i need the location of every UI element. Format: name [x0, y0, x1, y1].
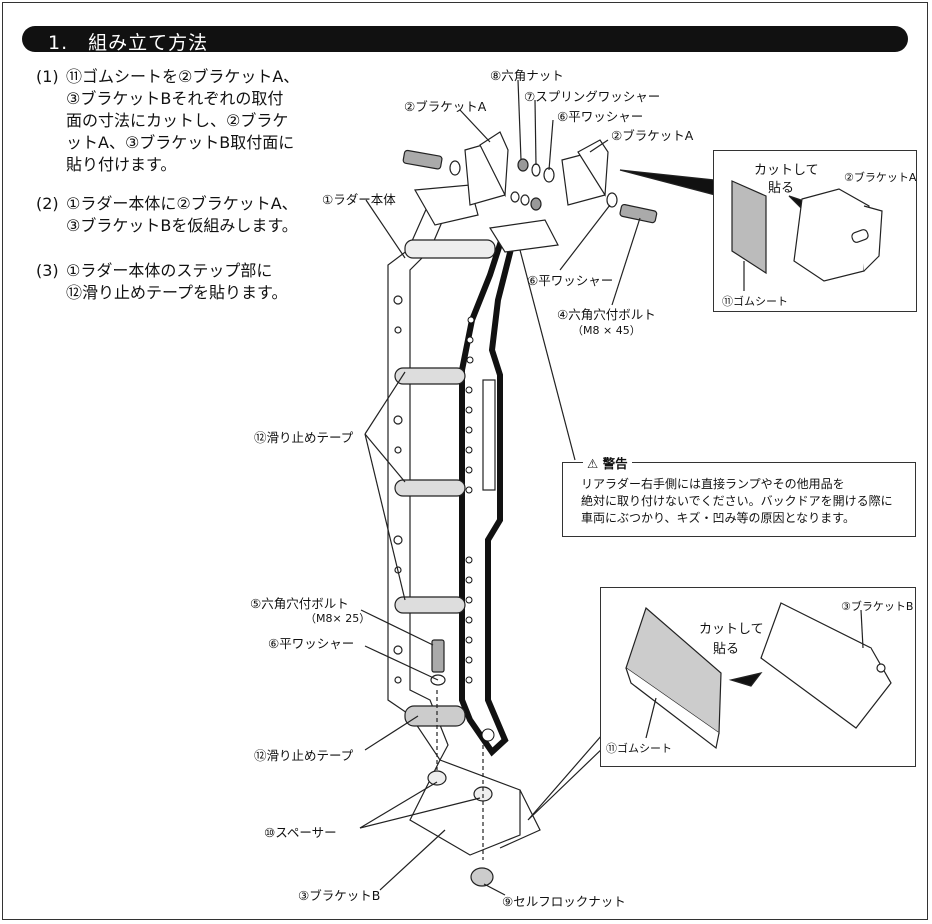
warning-title: ⚠ 警告: [583, 453, 632, 472]
step-text-line: ⑪ゴムシートを②ブラケットA、: [66, 67, 300, 86]
label-ladder-body: ①ラダー本体: [322, 192, 396, 207]
label-bracket-b: ③ブラケットB: [298, 888, 381, 903]
warning-box: ⚠ 警告 リアラダー右手側には直接ランプやその他用品を 絶対に取り付けないでくだ…: [562, 453, 916, 537]
inset-a-bracket-label: ②ブラケットA: [844, 171, 917, 184]
label-bracket-a-1: ②ブラケットA: [404, 99, 487, 114]
label-self-lock-nut: ⑨セルフロックナット: [502, 894, 626, 909]
step-text-line: ③ブラケットBを仮組みします。: [66, 216, 298, 235]
label-bracket-a-2: ②ブラケットA: [611, 128, 694, 143]
label-spring-washer: ⑦スプリングワッシャー: [524, 89, 661, 104]
step-text-line: ットA、③ブラケットB取付面に: [66, 133, 295, 152]
label-flat-washer-low: ⑥平ワッシャー: [268, 636, 355, 651]
label-spacer: ⑩スペーサー: [264, 825, 337, 840]
warning-text: リアラダー右手側には直接ランプやその他用品を 絶対に取り付けないでください。バッ…: [581, 476, 893, 527]
warning-line: リアラダー右手側には直接ランプやその他用品を: [581, 477, 845, 491]
step-text-line: ①ラダー本体に②ブラケットA、: [66, 194, 298, 213]
inset-a-stick-text: 貼る: [768, 181, 795, 196]
bracket-b-detail-drawing: [625, 602, 892, 750]
step-text-line: ③ブラケットBそれぞれの取付: [66, 89, 284, 108]
inset-a-cut-text: カットして: [754, 163, 819, 178]
step-2: (2) ①ラダー本体に②ブラケットA、 ③ブラケットBを仮組みします。: [36, 193, 298, 237]
label-bolt-m8x45-size: （M8 × 45）: [572, 324, 641, 337]
inset-b-rubber-label: ⑪ゴムシート: [606, 742, 672, 755]
label-anti-slip-tape-2: ⑫滑り止めテープ: [254, 748, 354, 763]
warning-line: 絶対に取り付けないでください。バックドアを開ける際に: [581, 494, 893, 508]
inset-a-rubber-label: ⑪ゴムシート: [722, 295, 788, 308]
step-1: (1) ⑪ゴムシートを②ブラケットA、 ③ブラケットBそれぞれの取付 面の寸法にカ…: [36, 66, 299, 176]
step-text-line: 面の寸法にカットし、②ブラケ: [66, 111, 289, 130]
step-text-line: ①ラダー本体のステップ部に: [66, 261, 273, 280]
label-flat-washer-top: ⑥平ワッシャー: [557, 109, 644, 124]
inset-bracket-b: カットして 貼る ③ブラケットB ⑪ゴムシート: [600, 587, 916, 767]
step-text-line: ⑫滑り止めテープを貼ります。: [66, 283, 288, 302]
inset-b-stick-text: 貼る: [713, 642, 740, 657]
label-anti-slip-tape-1: ⑫滑り止めテープ: [254, 430, 354, 445]
step-number: (1): [36, 67, 59, 86]
label-bolt-m8x45: ④六角穴付ボルト: [557, 307, 656, 322]
label-hex-nut: ⑧六角ナット: [490, 68, 564, 83]
label-bolt-m8x25-size: （M8× 25）: [305, 612, 371, 625]
section-title-bar: 1. 組み立て方法: [22, 26, 908, 54]
bracket-a-detail-drawing: [731, 180, 883, 291]
inset-b-bracket-label: ③ブラケットB: [841, 600, 914, 613]
step-3: (3) ①ラダー本体のステップ部に ⑫滑り止めテープを貼ります。: [36, 260, 287, 304]
inset-bracket-a: カットして 貼る ②ブラケットA ⑪ゴムシート: [713, 150, 917, 312]
inset-b-cut-text: カットして: [699, 622, 764, 637]
section-title: 1. 組み立て方法: [48, 32, 209, 54]
step-number: (3): [36, 261, 59, 280]
step-number: (2): [36, 194, 59, 213]
step-text-line: 貼り付けます。: [66, 155, 177, 174]
label-bolt-m8x25: ⑤六角穴付ボルト: [250, 596, 349, 611]
warning-title-text: 警告: [602, 456, 628, 471]
warning-icon: ⚠: [587, 456, 603, 471]
warning-line: 車両にぶつかり、キズ・凹み等の原因となります。: [581, 511, 855, 525]
label-flat-washer-mid: ⑥平ワッシャー: [527, 273, 614, 288]
